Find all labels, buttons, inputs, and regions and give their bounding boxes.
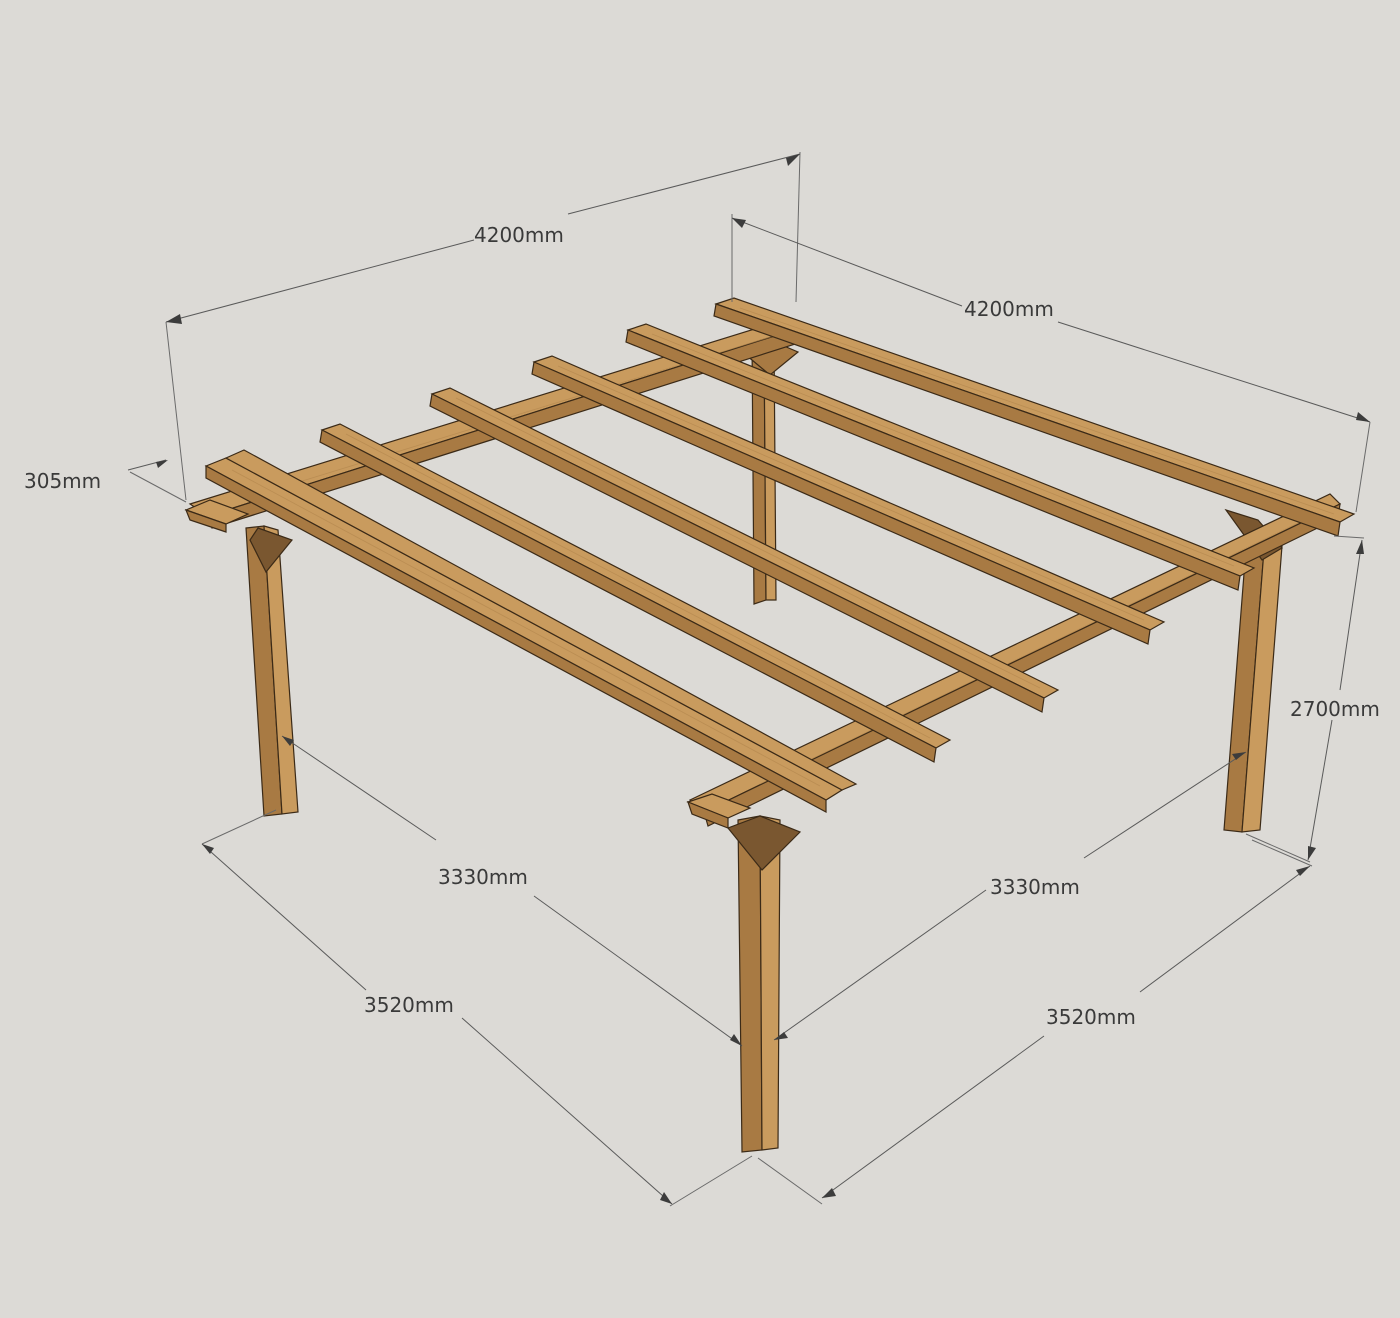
rafter-4 [531,355,1166,645]
post-front [727,815,802,1153]
label-overhang: 305mm [24,469,101,493]
label-inner-right: 3330mm [990,875,1080,899]
label-top-depth: 4200mm [964,297,1054,321]
beam-front-side [688,493,1342,827]
label-top-width: 4200mm [474,223,564,247]
beam-end-front [686,793,752,829]
rafter-2 [319,423,952,763]
rafter-1b [224,449,858,791]
rafter-1 [204,457,844,814]
label-outer-left: 3520mm [364,993,454,1017]
dimension-labels: 4200mm 4200mm 305mm 2700mm 3330mm 3330mm… [24,223,1380,1029]
dimension-lines [127,151,1371,1207]
rafter-3 [429,387,1060,713]
beam-end-left [184,499,250,533]
post-left [245,525,299,817]
label-outer-right: 3520mm [1046,1005,1136,1029]
label-inner-left: 3330mm [438,865,528,889]
label-height: 2700mm [1290,697,1380,721]
rafter-5 [625,323,1256,591]
pergola-structure [184,297,1356,1153]
rafters [204,297,1356,814]
rafter-6 [713,297,1356,537]
